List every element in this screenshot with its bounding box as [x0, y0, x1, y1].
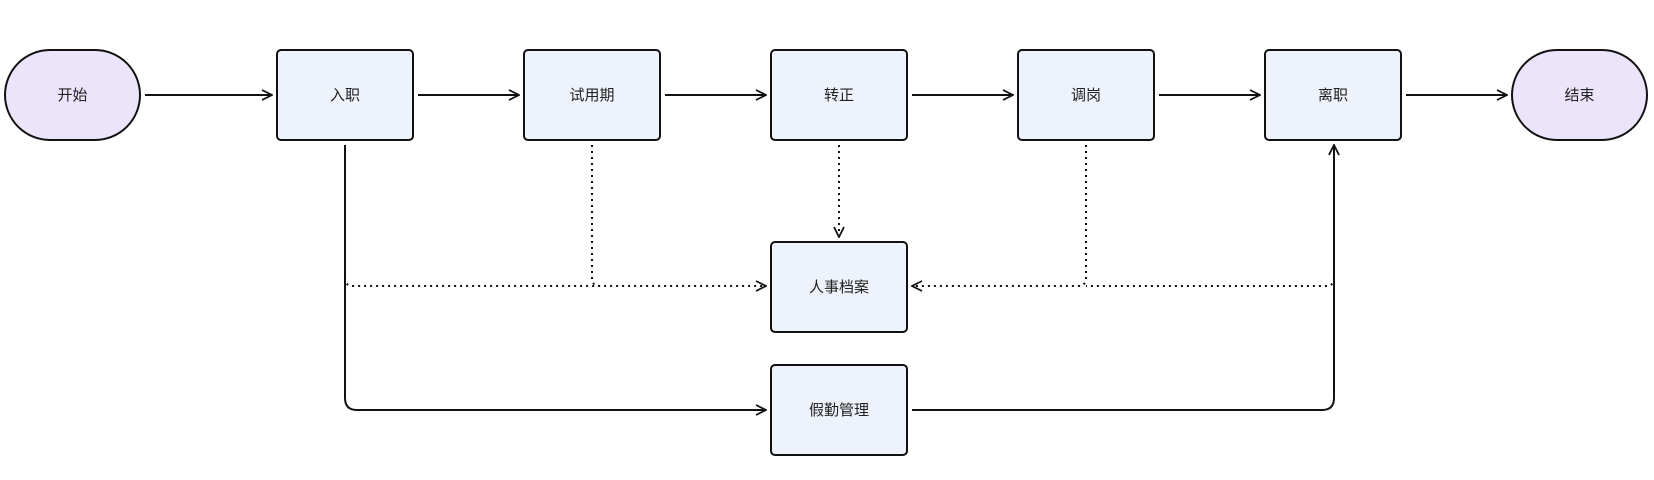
- node-regularization-label: 转正: [824, 86, 854, 104]
- node-transfer: 调岗: [1017, 49, 1155, 141]
- edge-probation-personnel-file: [591, 145, 601, 287]
- edge-resignation-personnel-file: [1086, 277, 1335, 287]
- node-resignation: 离职: [1264, 49, 1402, 141]
- node-onboarding: 入职: [276, 49, 414, 141]
- edge-onboarding-personnel-file: [344, 277, 766, 286]
- node-personnel-file: 人事档案: [770, 241, 908, 333]
- node-onboarding-label: 入职: [330, 86, 360, 104]
- edge-onboarding-attendance: [344, 145, 766, 410]
- node-start: 开始: [4, 49, 141, 141]
- node-attendance-management: 假勤管理: [770, 364, 908, 456]
- node-end-label: 结束: [1564, 86, 1594, 104]
- node-resignation-label: 离职: [1318, 86, 1348, 104]
- node-start-label: 开始: [57, 86, 87, 104]
- node-transfer-label: 调岗: [1071, 86, 1101, 104]
- node-end: 结束: [1511, 49, 1648, 141]
- edge-transfer-personnel-file: [912, 145, 1087, 286]
- node-regularization: 转正: [770, 49, 908, 141]
- node-personnel-file-label: 人事档案: [809, 278, 869, 296]
- edge-attendance-resignation: [912, 145, 1334, 411]
- node-attendance-management-label: 假勤管理: [809, 401, 869, 419]
- node-probation-label: 试用期: [569, 86, 614, 104]
- node-probation: 试用期: [523, 49, 661, 141]
